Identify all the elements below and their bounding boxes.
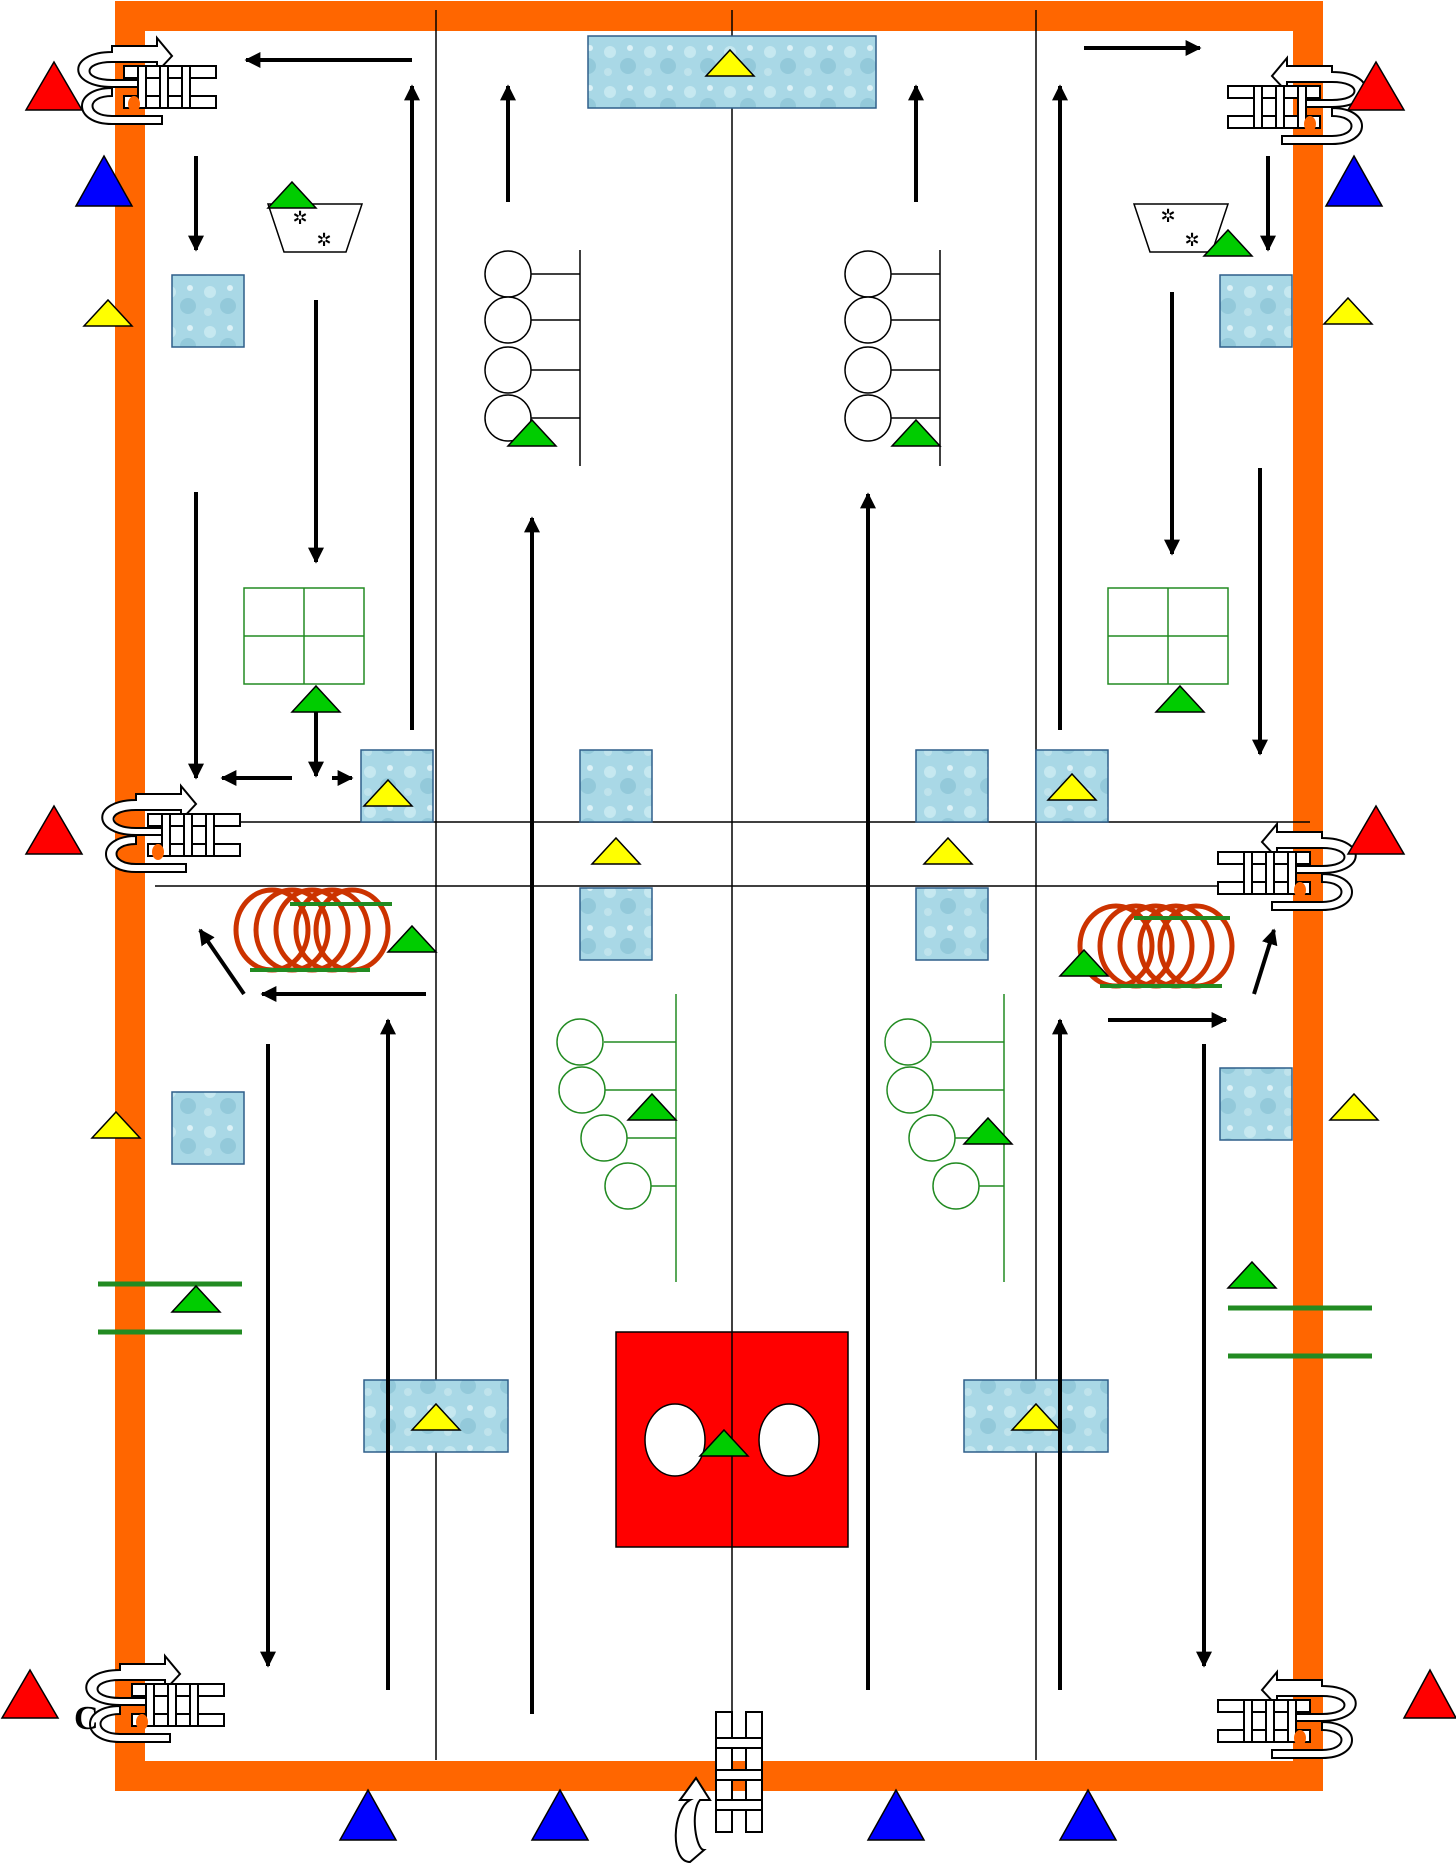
green-cone <box>386 924 438 953</box>
ladder-bottom-left <box>85 1655 225 1743</box>
red-cone <box>1346 804 1406 855</box>
yellow-cone <box>1046 772 1098 801</box>
hurdle-left <box>98 1281 242 1335</box>
water-tile <box>579 887 653 961</box>
blue-cone <box>338 1788 398 1841</box>
hoop-coil-right <box>1077 903 1235 989</box>
red-cone <box>0 1668 60 1719</box>
red-cone <box>24 60 84 111</box>
green-cone <box>506 418 558 447</box>
water-tile <box>579 749 653 823</box>
hurdle-right <box>1228 1305 1372 1359</box>
green-cones <box>170 180 1278 1457</box>
water-tile <box>171 274 245 348</box>
red-cone <box>24 804 84 855</box>
blue-cones <box>74 154 1384 1841</box>
blue-cone <box>1324 154 1384 207</box>
water-tile <box>1219 1067 1293 1141</box>
red-cone <box>1346 60 1406 111</box>
blue-cone <box>74 154 134 207</box>
circle-rack-top-left <box>484 250 581 466</box>
ladder-bottom-center <box>674 1711 763 1863</box>
water-tile <box>915 749 989 823</box>
yellow-cone <box>362 778 414 807</box>
green-cone <box>266 180 318 209</box>
blue-cone <box>1058 1788 1118 1841</box>
yellow-cone <box>82 298 134 327</box>
svg-text:✲: ✲ <box>1160 206 1175 227</box>
red-cone <box>1402 1668 1456 1719</box>
yellow-cones <box>82 48 1380 1431</box>
blue-cone <box>866 1788 926 1841</box>
circle-rack-top-right <box>844 250 941 466</box>
svg-text:✲: ✲ <box>316 230 331 251</box>
yellow-cone <box>704 48 756 77</box>
green-cone <box>962 1116 1014 1145</box>
circle-rack-bottom-left <box>556 994 677 1282</box>
agility-grid-right <box>1107 587 1229 685</box>
green-cone <box>698 1428 750 1457</box>
flow-arrows <box>188 40 1278 1714</box>
ladder-bottom-right <box>1217 1671 1357 1759</box>
green-cone <box>290 684 342 713</box>
green-cone <box>1226 1260 1278 1289</box>
mat-hole-right <box>758 1403 820 1477</box>
water-tile <box>1219 274 1293 348</box>
ladder-mid-right <box>1217 823 1357 911</box>
yellow-cone <box>90 1110 142 1139</box>
green-cone <box>1058 948 1110 977</box>
circle-rack-bottom-right <box>884 994 1005 1282</box>
yellow-cone <box>590 836 642 865</box>
agility-grid-left <box>243 587 365 685</box>
yellow-cone <box>410 1402 462 1431</box>
yellow-cone <box>1010 1402 1062 1431</box>
red-cones <box>0 60 1456 1719</box>
svg-text:✲: ✲ <box>1184 230 1199 251</box>
water-tiles <box>171 35 1293 1453</box>
water-tile <box>360 749 434 823</box>
ladder-top-left <box>77 37 217 125</box>
yellow-cone <box>1328 1092 1380 1121</box>
green-cone <box>170 1284 222 1313</box>
green-cone <box>890 418 942 447</box>
stray-letter: C <box>74 1700 99 1737</box>
gear-box-right: ✲ ✲ <box>1132 203 1230 253</box>
green-cone <box>626 1092 678 1121</box>
green-cone <box>1154 684 1206 713</box>
yellow-cone <box>922 836 974 865</box>
water-tile <box>915 887 989 961</box>
gear-box-left: ✲ ✲ <box>266 203 364 253</box>
mat-hole-left <box>644 1403 706 1477</box>
water-tile <box>171 1091 245 1165</box>
svg-text:✲: ✲ <box>292 208 307 229</box>
hoop-coil-left <box>233 887 392 973</box>
yellow-cone <box>1322 296 1374 325</box>
green-cone <box>1202 228 1254 257</box>
blue-cone <box>530 1788 590 1841</box>
